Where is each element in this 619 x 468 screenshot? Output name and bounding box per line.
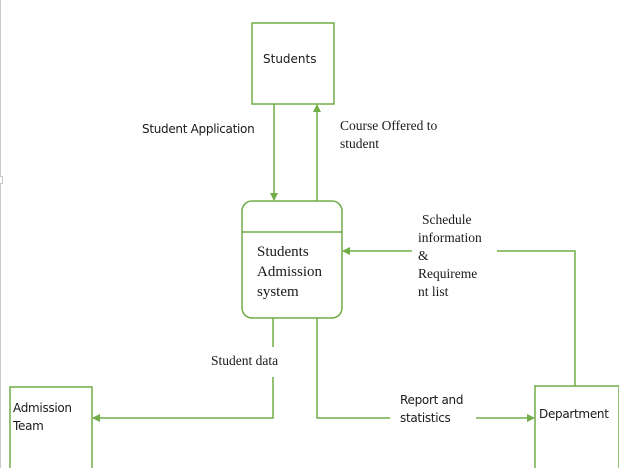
flow-student-data-label: Student data bbox=[211, 353, 279, 368]
flow-schedule-info-line bbox=[497, 250, 576, 386]
admission-team-label-line1: Admission bbox=[13, 401, 72, 415]
admission-team-entity-box[interactable] bbox=[9, 386, 93, 468]
flow-schedule-info-label-line3: & bbox=[418, 248, 429, 263]
flow-schedule-info-label-line1: Schedule bbox=[422, 212, 472, 227]
department-entity-label: Department bbox=[539, 407, 609, 421]
flow-report-label-line2: statistics bbox=[400, 411, 451, 425]
flow-report-line bbox=[316, 318, 390, 419]
flow-course-offered-label-line1: Course Offered to bbox=[340, 118, 438, 133]
admission-system-process-box[interactable] bbox=[241, 200, 343, 319]
admission-team-label-line2: Team bbox=[13, 419, 44, 433]
flow-schedule-info-label-line2: information bbox=[418, 230, 482, 245]
students-entity-box[interactable] bbox=[251, 22, 335, 105]
process-label-line1: Students bbox=[257, 244, 309, 260]
department-entity-box[interactable] bbox=[534, 385, 619, 468]
flow-student-data-arrow bbox=[92, 377, 274, 422]
process-label-line3: system bbox=[257, 284, 299, 300]
flow-student-application-label: Student Application bbox=[142, 122, 255, 136]
students-entity-label: Students bbox=[263, 52, 317, 66]
page-edge-rule bbox=[0, 0, 1, 468]
flow-schedule-info-label-line5: nt list bbox=[418, 284, 449, 299]
flow-report-label-line1: Report and bbox=[400, 393, 464, 407]
flow-schedule-info-label-line4: Requireme bbox=[418, 266, 478, 281]
page-edge-marker bbox=[0, 176, 3, 184]
flow-course-offered-label-line2: student bbox=[340, 136, 379, 151]
process-label-line2: Admission bbox=[257, 264, 323, 280]
